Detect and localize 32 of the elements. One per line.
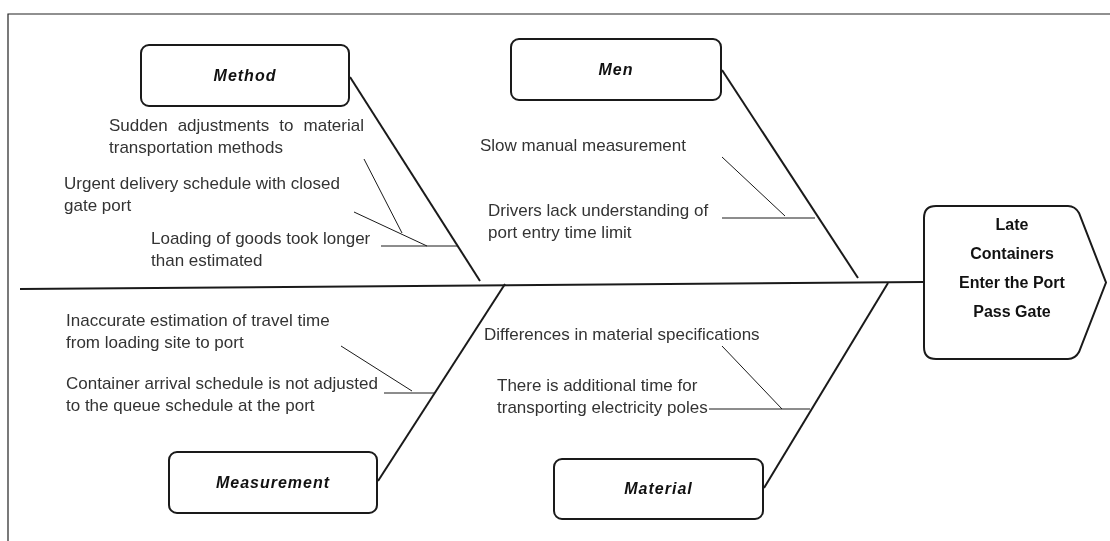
cause-text: Container arrival schedule is not adjusted to the queue schedule at the port <box>66 373 384 417</box>
category-label: Measurement <box>215 473 331 492</box>
cause-text: Sudden adjustments to material transportation methods <box>109 115 364 159</box>
bone-line <box>349 76 481 282</box>
cause-text: Slow manual measurement <box>480 135 722 157</box>
category-box <box>553 458 764 520</box>
leader-line <box>721 217 816 219</box>
bone-line <box>377 283 506 482</box>
category-box <box>510 38 722 101</box>
leader-line <box>353 211 428 247</box>
category-label: Material <box>624 480 693 498</box>
cause-text: Drivers lack understanding of port entry time limit <box>488 200 722 244</box>
cause-text: Inaccurate estimation of travel time from loading site to port <box>66 310 341 354</box>
leader-line <box>363 158 403 234</box>
cause-text: Differences in material specifications <box>484 324 774 346</box>
bone-line <box>721 69 859 279</box>
leader-line <box>383 392 435 394</box>
category-label: Method <box>213 66 277 85</box>
category-box <box>140 44 350 107</box>
category-label: Men <box>598 60 634 79</box>
spine-line <box>19 281 924 290</box>
leader-line <box>721 345 783 410</box>
cause-text: There is additional time for transporting electricity poles <box>497 375 709 419</box>
bone-line <box>763 282 889 489</box>
leader-line <box>708 408 811 410</box>
cause-text: Loading of goods took longer than estimated <box>151 228 381 272</box>
category-box <box>168 451 378 514</box>
effect-label: Late Containers Enter the Port Pass Gate <box>958 215 1066 322</box>
leader-line <box>721 156 786 217</box>
leader-line <box>380 245 458 247</box>
leader-line <box>340 345 413 392</box>
cause-text: Urgent delivery schedule with closed gate port <box>64 173 354 217</box>
